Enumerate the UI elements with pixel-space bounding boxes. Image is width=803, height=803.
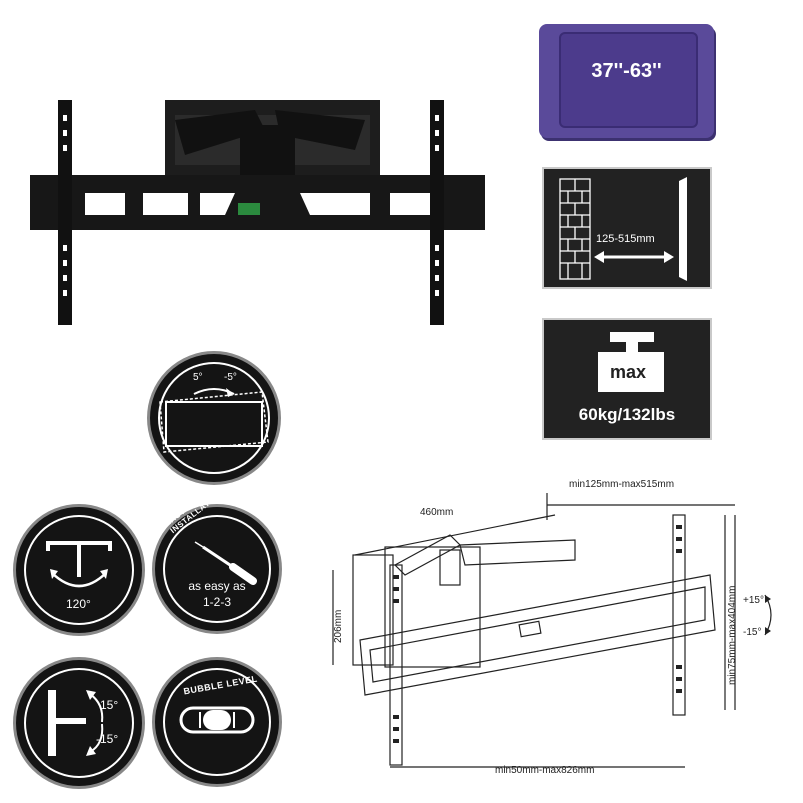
arm-length-label: 460mm <box>420 507 454 518</box>
brick-wall-icon <box>559 177 687 281</box>
tv-size-badge: 37''-63'' <box>539 24 714 138</box>
tilt-down-angle: -5° <box>224 372 237 383</box>
swivel-angle: 120° <box>66 597 91 611</box>
wall-plate-height-label: 206mm <box>333 609 344 643</box>
easy-installation-icon: EASY&FAST INSTALLATION as easy as 1-2-3 <box>152 489 282 634</box>
wall-distance-panel: 125-515mm <box>542 167 712 289</box>
tv-size-screen <box>559 32 698 128</box>
tilt-icon: 5° -5° <box>147 351 281 485</box>
swivel-icon: 120° <box>13 504 145 636</box>
level-down-angle: -15° <box>96 732 119 746</box>
depth-range-label: min125mm-max515mm <box>569 479 675 490</box>
tv-size-text: 37''-63'' <box>591 60 662 82</box>
level-tilt-icon: 15° -15° <box>13 657 145 789</box>
tilt-down-label: -15° <box>743 627 762 638</box>
bubble-level-icon: BUBBLE LEVEL <box>152 657 282 787</box>
horizontal-range-label: min50mm-max826mm <box>495 765 595 776</box>
tilt-up-label: +15° <box>743 595 764 606</box>
screwdriver-icon <box>194 541 257 585</box>
tilt-up-angle: 5° <box>193 372 203 383</box>
max-text: max <box>609 362 647 382</box>
weight-icon <box>598 332 664 392</box>
install-line2: 1-2-3 <box>202 595 231 609</box>
level-up-angle: 15° <box>100 698 119 712</box>
load-text: 60kg/132lbs <box>578 405 676 424</box>
product-photo <box>25 95 495 330</box>
technical-drawing: min125mm-max515mm 460mm 206mm min75mm-ma… <box>325 475 800 795</box>
distance-label: 125-515mm <box>596 233 655 245</box>
install-line1: as easy as <box>188 579 246 593</box>
max-load-panel: max 60kg/132lbs <box>542 318 712 440</box>
vertical-range-label: min75mm-max404mm <box>727 585 738 685</box>
